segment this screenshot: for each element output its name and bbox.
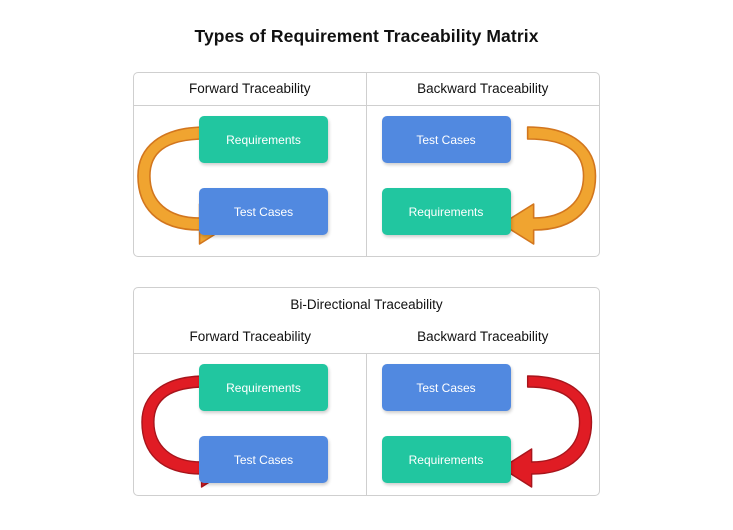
box-label: Test Cases [233, 204, 294, 219]
cell-forward-traceability: Requirements Test Cases [134, 354, 367, 495]
box-label: Test Cases [416, 380, 476, 395]
cell-backward-traceability: Test Cases Requirements [367, 106, 600, 256]
box-test-cases: Test Cases [381, 116, 511, 163]
panel2-header-row: Forward Traceability Backward Traceabili… [134, 321, 599, 354]
header-backward-traceability: Backward Traceability [417, 329, 549, 344]
header-forward-traceability: Forward Traceability [189, 329, 312, 344]
box-requirements: Requirements [199, 116, 328, 163]
cell-forward-traceability: Requirements Test Cases [134, 106, 367, 256]
panel2-body-row: Requirements Test Cases Test Cases Requi… [134, 354, 599, 495]
header-forward-traceability: Forward Traceability [134, 73, 367, 105]
box-requirements: Requirements [381, 188, 511, 235]
header-backward-traceability: Backward Traceability [417, 81, 549, 96]
panel-forward-backward: Forward Traceability Backward Traceabili… [133, 72, 600, 257]
panel1-body-row: Requirements Test Cases Test Cases Requi… [134, 106, 599, 256]
cell-backward-traceability: Test Cases Requirements [367, 354, 600, 495]
box-test-cases: Test Cases [199, 188, 328, 235]
box-test-cases: Test Cases [199, 436, 328, 483]
box-test-cases: Test Cases [381, 364, 511, 411]
box-label: Requirements [226, 132, 301, 147]
panel-title-bidirectional: Bi-Directional Traceability [290, 297, 443, 312]
box-label: Requirements [226, 380, 301, 395]
box-label: Test Cases [233, 452, 294, 467]
panel1-header-row: Forward Traceability Backward Traceabili… [134, 73, 599, 106]
page-title: Types of Requirement Traceability Matrix [194, 26, 539, 46]
box-label: Test Cases [416, 132, 476, 147]
panel-bidirectional: Bi-Directional Traceability Forward Trac… [133, 287, 600, 496]
box-label: Requirements [408, 204, 484, 219]
box-requirements: Requirements [381, 436, 511, 483]
box-requirements: Requirements [199, 364, 328, 411]
box-label: Requirements [408, 452, 484, 467]
